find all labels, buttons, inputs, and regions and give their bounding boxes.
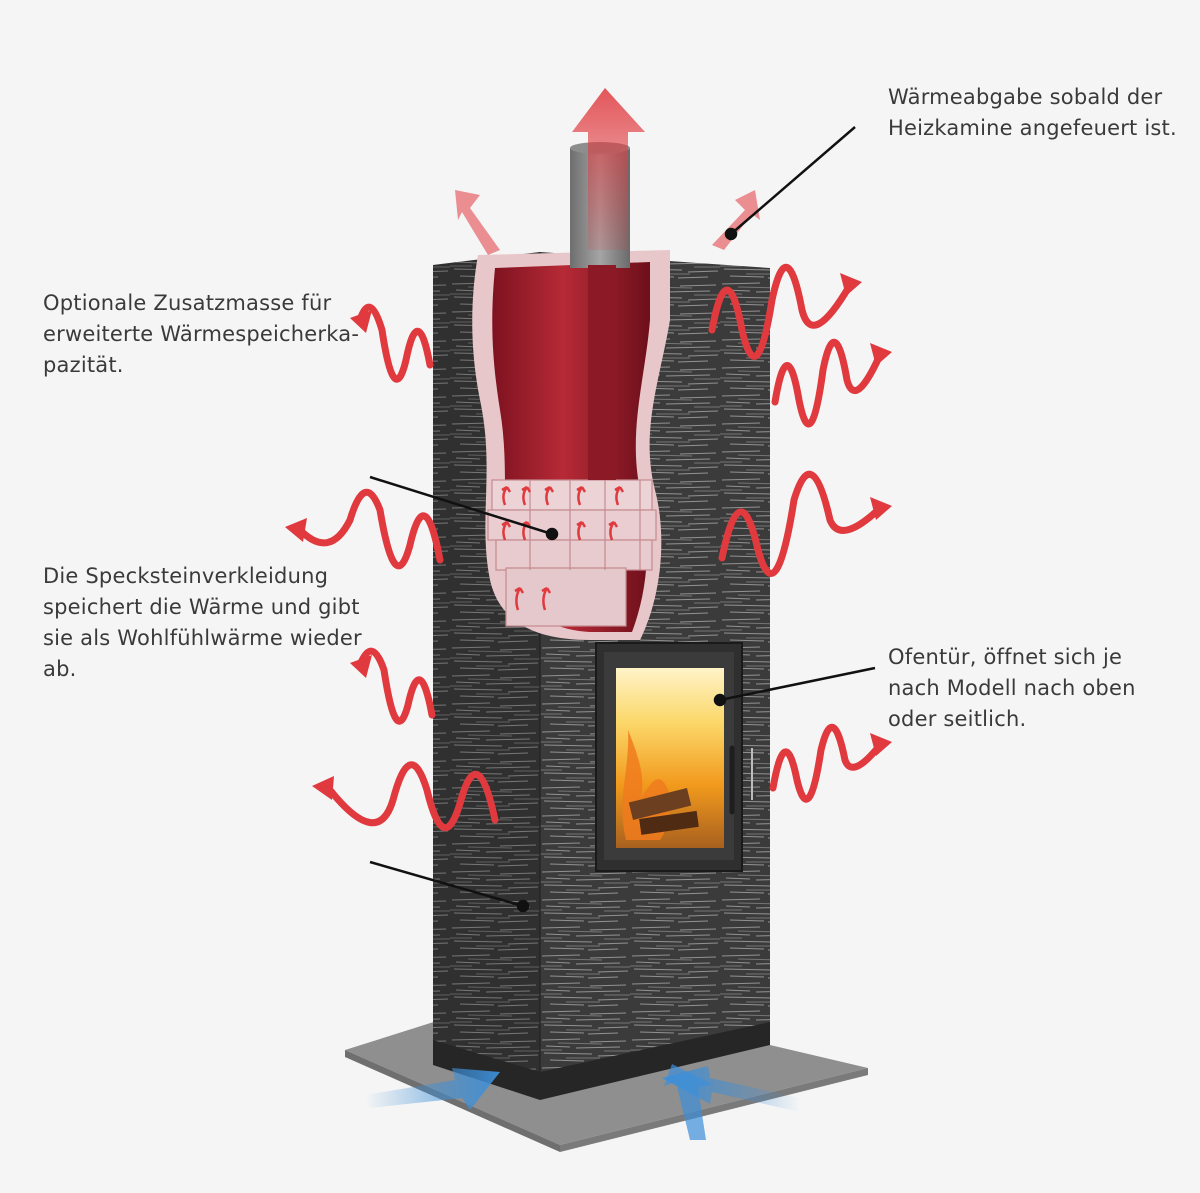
inner-heat-chamber [472, 250, 670, 640]
label-soapstone-cladding: Die Specksteinverkleidung speichert die … [43, 564, 362, 681]
label-heat-release: Wärmeabgabe sobald der Heizkamine angefe… [888, 85, 1177, 140]
storage-blocks [487, 479, 657, 627]
fireplace-door [595, 642, 753, 872]
label-optional-mass: Optionale Zusatzmasse für erweiterte Wär… [43, 291, 360, 377]
leader-lines [369, 126, 876, 913]
cold-air-intake-arrows [365, 1064, 800, 1140]
label-oven-door: Ofentür, öffnet sich je nach Modell nach… [888, 645, 1136, 731]
heat-wave-arrows [708, 263, 892, 803]
rising-heat-arrows [501, 485, 625, 611]
top-heat-plume [455, 88, 760, 255]
heat-wave-arrows-left [285, 303, 499, 832]
